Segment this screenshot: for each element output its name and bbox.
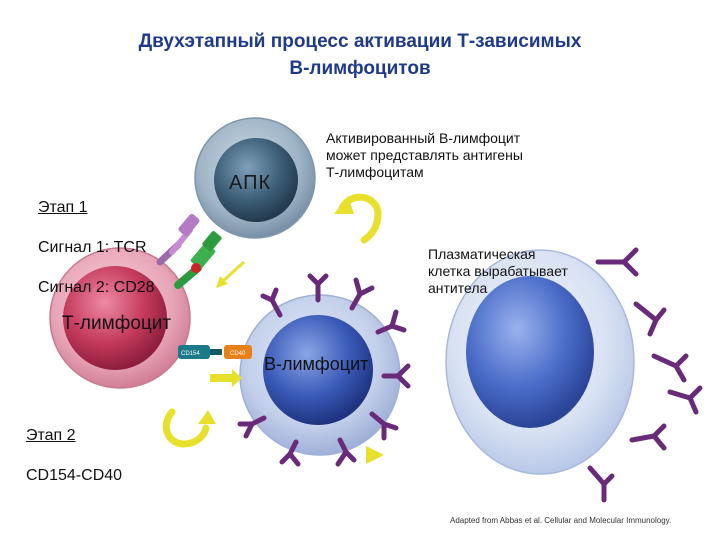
- cd154-molecule: [178, 345, 210, 359]
- signal1-label: Сигнал 1: TCR: [38, 239, 147, 256]
- stage2-pair: CD154-CD40: [26, 467, 123, 484]
- apc-label: АПК: [229, 172, 272, 194]
- b-cell-label: В-лимфоцит: [264, 354, 369, 374]
- cd28-molecule: [174, 231, 222, 289]
- b-cell: [239, 294, 401, 456]
- stage1-heading: Этап 1: [38, 199, 88, 216]
- signal2-label: Сигнал 2: CD28: [38, 279, 155, 296]
- cd40-label: CD40: [230, 351, 246, 357]
- t-cell-label: Т-лимфоцит: [62, 313, 172, 334]
- cd154-label: CD154: [181, 351, 200, 357]
- b-cell-receptors: [237, 273, 411, 467]
- diagram-title: Двухэтапный процесс активации Т-зависимы…: [138, 31, 582, 79]
- stage1-label: Этап 1 Сигнал 1: TCR Сигнал 2: CD28: [38, 178, 155, 318]
- stage2-heading: Этап 2: [26, 427, 76, 444]
- secreted-antibodies: [587, 247, 703, 503]
- recycle-arrow-top: [334, 193, 382, 244]
- b-cell-antigen-marker: [366, 446, 384, 464]
- tcr-molecule: [156, 213, 200, 266]
- stage1-arrow: [216, 260, 246, 288]
- plasma-cell-annotation: Плазматическая клетка вырабатывает антит…: [428, 246, 568, 296]
- recycle-arrow-bottom: [162, 408, 216, 448]
- cd40-molecule: [224, 345, 252, 359]
- t-cell: [49, 247, 191, 389]
- plasma-cell: [445, 249, 635, 475]
- apc-cell: [194, 117, 316, 239]
- activated-b-annotation: Активированный В-лимфоцит может представ…: [326, 130, 523, 180]
- source-credit: Adapted from Abbas et al. Cellular and M…: [450, 516, 672, 525]
- cd154-cd40-pair: CD154 CD40: [178, 345, 252, 387]
- stage2-label: Этап 2 CD154-CD40: [26, 406, 122, 506]
